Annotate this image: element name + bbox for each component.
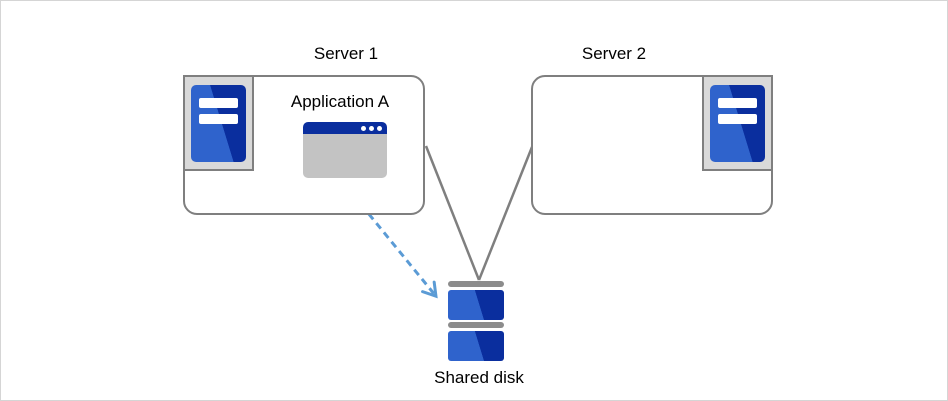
app-window-icon [303, 122, 387, 178]
app-window-body [303, 134, 387, 178]
server2-label: Server 2 [581, 44, 647, 63]
titlebar-dot [361, 125, 366, 131]
server1-icon-frame [183, 75, 254, 171]
server-tower-icon [191, 85, 246, 162]
tower-slot [718, 114, 757, 124]
titlebar-dot [369, 125, 374, 131]
connector-server2-disk [477, 146, 534, 281]
titlebar-dot [377, 125, 382, 131]
disk-platter [448, 290, 504, 320]
app-window-titlebar [303, 122, 387, 134]
disk-cap [448, 281, 504, 287]
tower-slot [718, 98, 757, 108]
server-tower-icon [710, 85, 765, 162]
tower-slot [199, 98, 238, 108]
connector-server1-disk [424, 145, 481, 281]
shared-disk-label: Shared disk [434, 368, 524, 387]
shared-disk-icon [448, 281, 504, 361]
server1-label: Server 1 [313, 44, 379, 63]
disk-platter [448, 331, 504, 361]
disk-cap [448, 322, 504, 328]
application-a-label: Application A [290, 92, 390, 111]
server2-icon-frame [702, 75, 773, 171]
tower-slot [199, 114, 238, 124]
